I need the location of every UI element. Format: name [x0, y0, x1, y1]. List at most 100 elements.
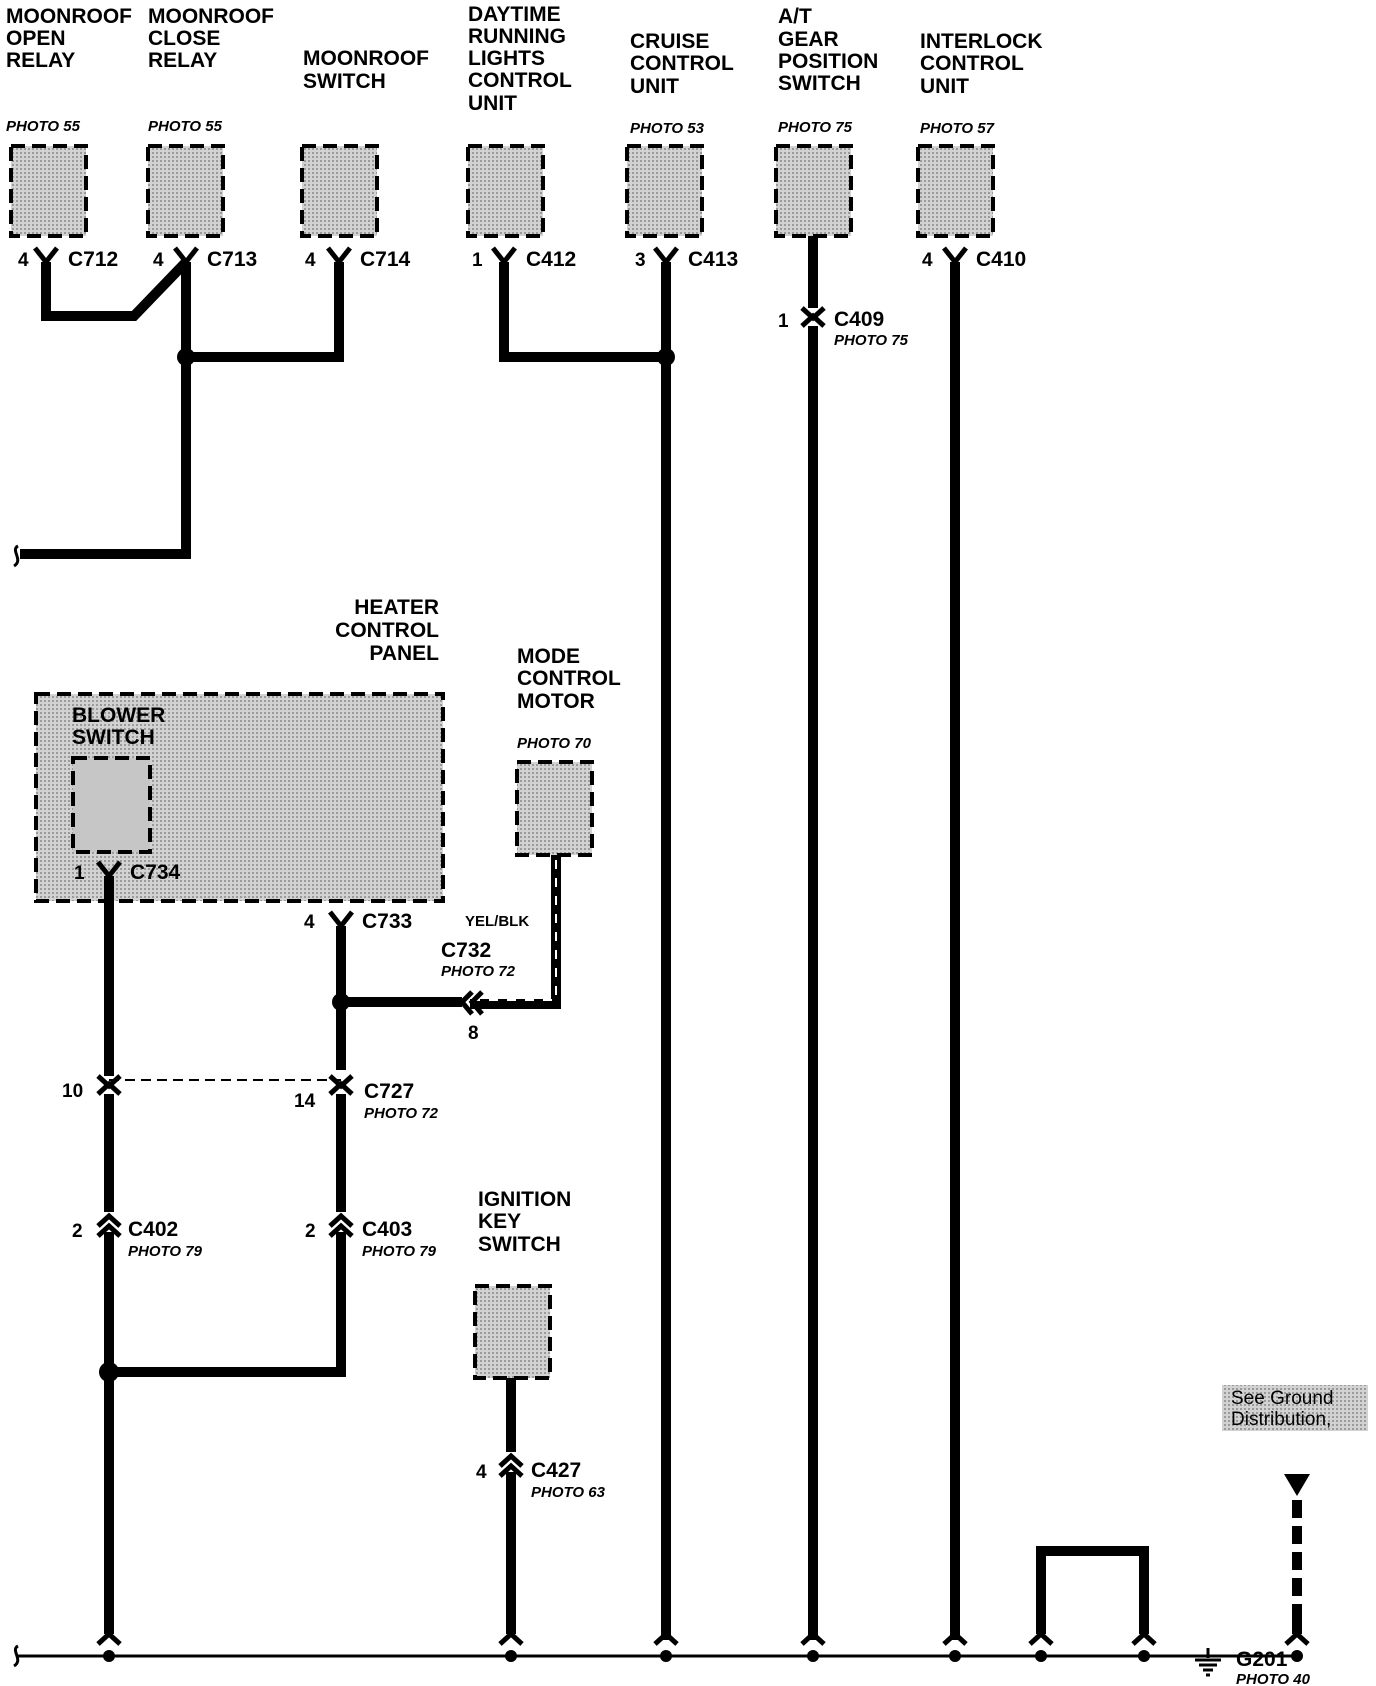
- c412-connector: 1 C412: [472, 246, 576, 271]
- cruise-control-unit-box: [625, 144, 704, 238]
- c713-connector: 4 C713: [153, 246, 257, 271]
- svg-text:4: 4: [922, 250, 933, 271]
- cruise-control-unit-label: CRUISE CONTROL UNIT: [630, 30, 734, 98]
- wire-loop: [1036, 1546, 1149, 1634]
- svg-text:C733: C733: [362, 910, 412, 933]
- interlock-control-unit-label: INTERLOCK CONTROL UNIT: [920, 30, 1043, 98]
- svg-text:C727: C727: [364, 1080, 414, 1103]
- moonroof-open-relay-label: MOONROOF OPEN RELAY: [6, 5, 132, 72]
- svg-text:4: 4: [18, 250, 29, 271]
- wire-c412-branch: [499, 262, 666, 362]
- g201-label: G201: [1236, 1648, 1288, 1671]
- mode-control-motor-label: MODE CONTROL MOTOR: [517, 645, 621, 713]
- splice-moonroof: [177, 348, 195, 366]
- ground-icon: [1195, 1648, 1221, 1677]
- svg-text:MOONROOF: MOONROOF: [303, 47, 429, 70]
- moonroof-open-relay-photo: PHOTO 55: [6, 118, 81, 135]
- c403-connector: 2 C403 PHOTO 79: [305, 1212, 437, 1260]
- svg-text:1: 1: [472, 250, 483, 271]
- svg-text:PANEL: PANEL: [369, 642, 439, 665]
- svg-text:LIGHTS: LIGHTS: [468, 47, 545, 70]
- svg-text:14: 14: [294, 1091, 316, 1112]
- blower-switch-label: BLOWER SWITCH: [72, 704, 165, 749]
- svg-text:MOONROOF: MOONROOF: [6, 5, 132, 28]
- svg-text:DAYTIME: DAYTIME: [468, 3, 561, 26]
- svg-text:SWITCH: SWITCH: [303, 70, 386, 93]
- svg-text:POSITION: POSITION: [778, 50, 878, 73]
- svg-text:PHOTO 72: PHOTO 72: [364, 1105, 439, 1122]
- c732-connector: C732 PHOTO 72 8: [441, 939, 516, 1044]
- mode-control-motor-photo: PHOTO 70: [517, 735, 592, 752]
- svg-text:C734: C734: [130, 861, 181, 884]
- svg-text:CONTROL: CONTROL: [517, 667, 621, 690]
- svg-text:C713: C713: [207, 248, 257, 271]
- svg-text:C427: C427: [531, 1459, 581, 1482]
- svg-text:RELAY: RELAY: [148, 49, 217, 72]
- svg-text:C732: C732: [441, 939, 491, 962]
- c409-connector: 1 C409 PHOTO 75: [778, 306, 909, 349]
- yel-blk-wire-color: YEL/BLK: [465, 913, 529, 930]
- moonroof-switch-label: MOONROOF SWITCH: [303, 47, 429, 93]
- svg-text:C714: C714: [360, 248, 411, 271]
- splice-cruise: [657, 348, 675, 366]
- blower-switch-box: [71, 756, 152, 854]
- ignition-key-switch-box: [473, 1284, 552, 1380]
- moonroof-close-relay-box: [146, 144, 225, 238]
- svg-text:PHOTO 75: PHOTO 75: [834, 332, 909, 349]
- svg-text:C402: C402: [128, 1218, 178, 1241]
- at-gear-position-switch-box: [774, 144, 853, 238]
- svg-text:CONTROL: CONTROL: [630, 52, 734, 75]
- svg-text:GEAR: GEAR: [778, 28, 839, 51]
- svg-text:2: 2: [305, 1221, 316, 1242]
- svg-text:A/T: A/T: [778, 5, 812, 28]
- drl-control-unit-box: [466, 144, 545, 238]
- g201-photo: PHOTO 40: [1236, 1671, 1311, 1686]
- svg-text:C403: C403: [362, 1218, 412, 1241]
- splice-heater-mode: [332, 993, 350, 1011]
- svg-text:SWITCH: SWITCH: [478, 1233, 561, 1256]
- at-gear-position-switch-photo: PHOTO 75: [778, 119, 853, 136]
- svg-text:1: 1: [74, 863, 85, 884]
- svg-text:RUNNING: RUNNING: [468, 25, 566, 48]
- mode-control-motor-box: [515, 760, 594, 857]
- svg-text:C410: C410: [976, 248, 1026, 271]
- svg-text:CONTROL: CONTROL: [468, 69, 572, 92]
- svg-text:PHOTO 79: PHOTO 79: [362, 1243, 437, 1260]
- moonroof-switch-box: [300, 144, 379, 238]
- svg-text:10: 10: [62, 1081, 83, 1102]
- see-ground-line-1: See Ground: [1231, 1388, 1333, 1409]
- svg-text:IGNITION: IGNITION: [478, 1188, 571, 1211]
- svg-text:UNIT: UNIT: [468, 92, 517, 115]
- svg-text:C412: C412: [526, 248, 576, 271]
- interlock-control-unit-photo: PHOTO 57: [920, 120, 995, 137]
- see-ground-line-2: Distribution,: [1231, 1409, 1331, 1430]
- c413-connector: 3 C413: [635, 246, 738, 271]
- c427-connector: 4 C427 PHOTO 63: [476, 1452, 606, 1501]
- svg-text:4: 4: [476, 1462, 487, 1483]
- svg-text:CONTROL: CONTROL: [335, 619, 439, 642]
- wire-c403-to-splice: [109, 1232, 346, 1377]
- svg-text:INTERLOCK: INTERLOCK: [920, 30, 1043, 53]
- c410-connector: 4 C410: [922, 246, 1026, 271]
- svg-text:MODE: MODE: [517, 645, 580, 668]
- see-ground-distribution-note[interactable]: [1222, 1385, 1368, 1431]
- moonroof-close-relay-label: MOONROOF CLOSE RELAY: [148, 5, 274, 72]
- at-gear-position-switch-label: A/T GEAR POSITION SWITCH: [778, 5, 878, 95]
- svg-text:C409: C409: [834, 308, 884, 331]
- svg-text:MOTOR: MOTOR: [517, 690, 595, 713]
- svg-text:C712: C712: [68, 248, 118, 271]
- svg-text:RELAY: RELAY: [6, 49, 75, 72]
- svg-text:UNIT: UNIT: [920, 75, 969, 98]
- svg-text:C413: C413: [688, 248, 738, 271]
- svg-text:KEY: KEY: [478, 1210, 521, 1233]
- svg-text:PHOTO 79: PHOTO 79: [128, 1243, 203, 1260]
- interlock-control-unit-box: [916, 144, 995, 238]
- c714-connector: 4 C714: [305, 246, 411, 271]
- svg-text:4: 4: [153, 250, 164, 271]
- wire-c712-to-c713: [41, 258, 190, 321]
- svg-text:HEATER: HEATER: [354, 596, 439, 619]
- svg-text:CLOSE: CLOSE: [148, 27, 220, 50]
- svg-text:4: 4: [304, 912, 315, 933]
- svg-text:2: 2: [72, 1221, 83, 1242]
